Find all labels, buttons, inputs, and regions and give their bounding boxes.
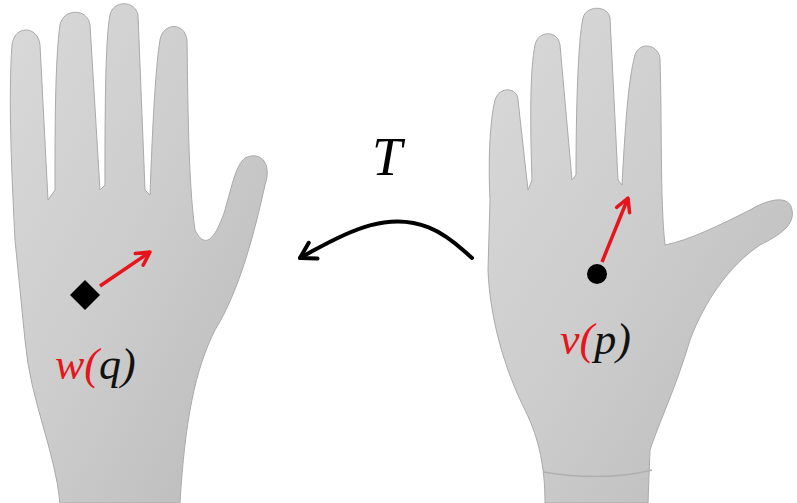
hand-region: w(q) (5, 0, 300, 503)
vector-label: w(q) (55, 343, 136, 387)
hand-region: v(p) (472, 0, 792, 503)
mapping-arrow (300, 222, 472, 258)
point-diamond (70, 280, 100, 310)
map-label: T (372, 130, 402, 184)
point-dot (587, 264, 607, 284)
left-hand (10, 4, 267, 503)
tangent-vector (100, 252, 150, 286)
tangent-vector (602, 198, 628, 262)
wrist-line (543, 470, 652, 476)
right-hand (488, 8, 792, 503)
vector-label: v(p) (560, 318, 631, 362)
